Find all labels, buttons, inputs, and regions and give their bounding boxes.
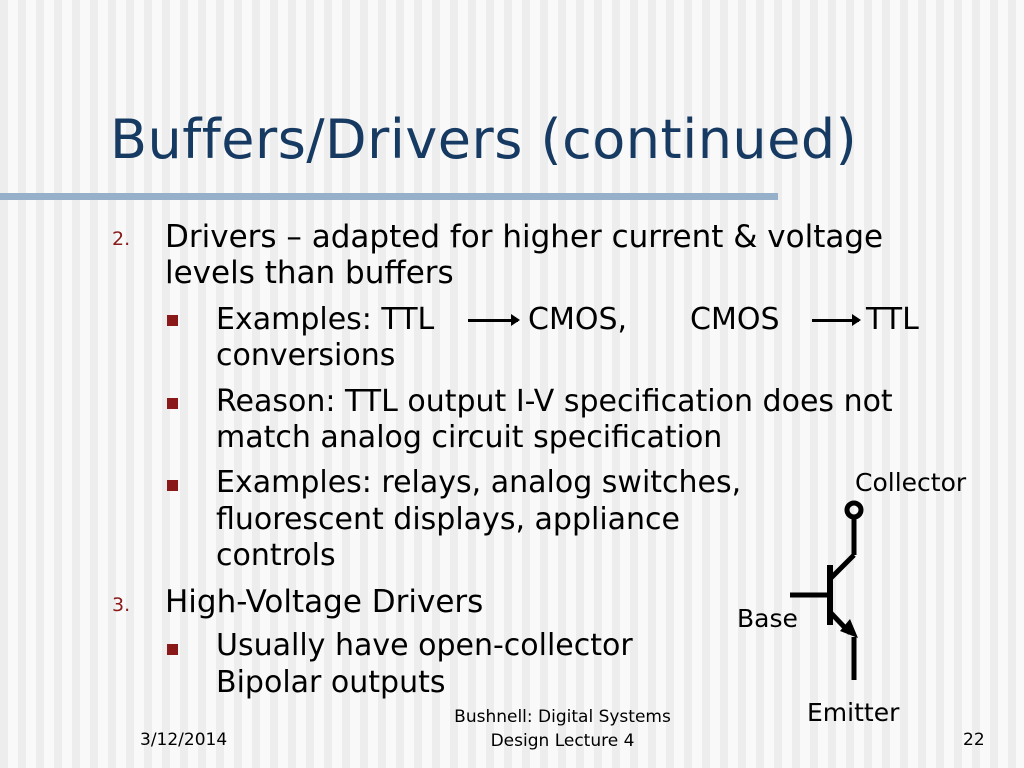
bullet-text: Examples: TTL [216,302,435,337]
bullet-text: CMOS, [528,302,628,337]
collector-label: Collector [855,468,967,497]
base-label: Base [737,604,798,633]
bullet-text: match analog circuit specification [216,420,723,455]
bullet-text: fluorescent displays, appliance [216,502,681,537]
bullet-text: Reason: TTL output I-V specification doe… [216,384,893,419]
slide-title: Buffers/Drivers (continued) [110,108,858,171]
footer-title-line: Design Lecture 4 [490,731,635,751]
list-item-text: levels than buffers [165,255,454,291]
bullet-text: TTL [866,302,919,337]
square-bullet-icon [167,398,178,409]
list-item-text: Drivers – adapted for higher current & v… [165,219,884,255]
list-number: 3. [112,594,131,616]
bullet-text: Examples: relays, analog switches, [216,465,742,500]
bullet-text: controls [216,538,336,573]
right-arrow-icon [468,314,520,326]
footer-date: 3/12/2014 [140,730,228,750]
npn-transistor-icon [790,500,864,680]
square-bullet-icon [167,480,178,491]
bullet-text: Bipolar outputs [216,665,446,700]
right-arrow-icon [812,314,861,326]
bullet-text: CMOS [690,302,780,337]
page-number: 22 [963,730,985,750]
bullet-text: conversions [216,338,396,373]
square-bullet-icon [167,315,178,326]
bullet-text: Usually have open-collector [216,628,633,663]
emitter-label: Emitter [807,698,900,727]
footer-title: Bushnell: Digital Systems Design Lecture… [410,705,715,753]
list-number: 2. [112,228,131,250]
square-bullet-icon [167,644,178,655]
title-rule [0,193,778,200]
list-item-text: High-Voltage Drivers [165,584,484,620]
footer-title-line: Bushnell: Digital Systems [454,707,671,727]
